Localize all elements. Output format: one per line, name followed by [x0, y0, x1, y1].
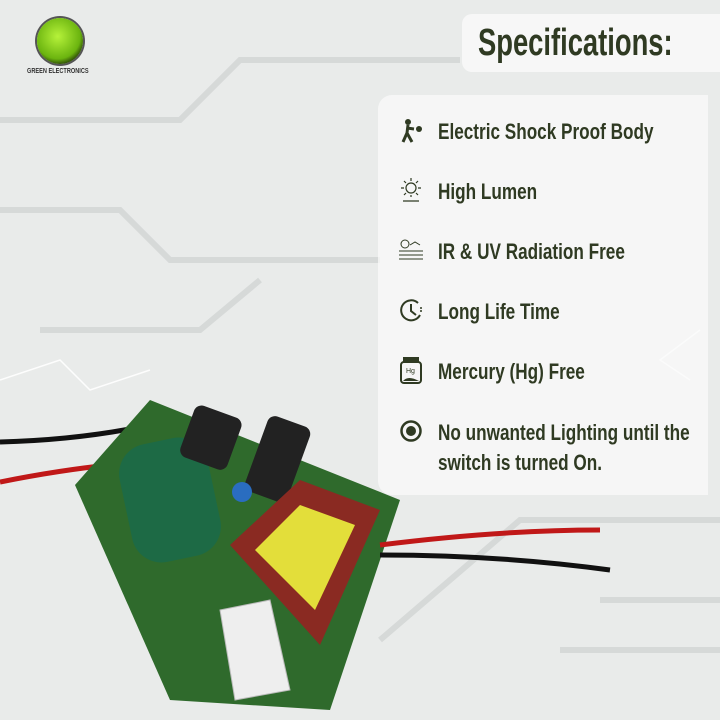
title-box [462, 14, 720, 72]
feature-label-line2: switch is turned On. [438, 450, 602, 475]
feature-label: Electric Shock Proof Body [438, 119, 654, 144]
power-icon [37, 18, 83, 64]
features-panel [378, 95, 708, 495]
feature-item: Electric Shock Proof Body [398, 117, 714, 147]
brand-name: GREEN ELECTRONICS [27, 68, 89, 75]
feature-item: No unwanted Lighting until the switch is … [398, 418, 720, 478]
feature-label: IR & UV Radiation Free [438, 239, 625, 264]
uv-radiation-icon [398, 237, 424, 263]
feature-item: IR & UV Radiation Free [398, 237, 678, 267]
feature-item: Long Life Time [398, 297, 594, 327]
clock-icon [398, 297, 424, 323]
feature-label-wrap: No unwanted Lighting until the switch is … [438, 418, 720, 478]
feature-label: Mercury (Hg) Free [438, 359, 585, 384]
feature-label: No unwanted Lighting until the [438, 420, 690, 445]
led-driver-board-photo [0, 400, 611, 710]
radio-dot-icon [398, 418, 424, 444]
feature-item: High Lumen [398, 177, 565, 207]
brand-logo: GREEN ELECTRONICS [27, 18, 90, 75]
electric-shock-icon [398, 117, 424, 143]
sun-icon [398, 177, 424, 203]
svg-text:Hg: Hg [406, 368, 415, 375]
page-title: Specifications: [478, 22, 673, 64]
feature-label: High Lumen [438, 179, 538, 204]
mercury-jar-icon: Hg [398, 357, 424, 384]
feature-item: Hg Mercury (Hg) Free [398, 357, 626, 387]
feature-label: Long Life Time [438, 299, 560, 324]
